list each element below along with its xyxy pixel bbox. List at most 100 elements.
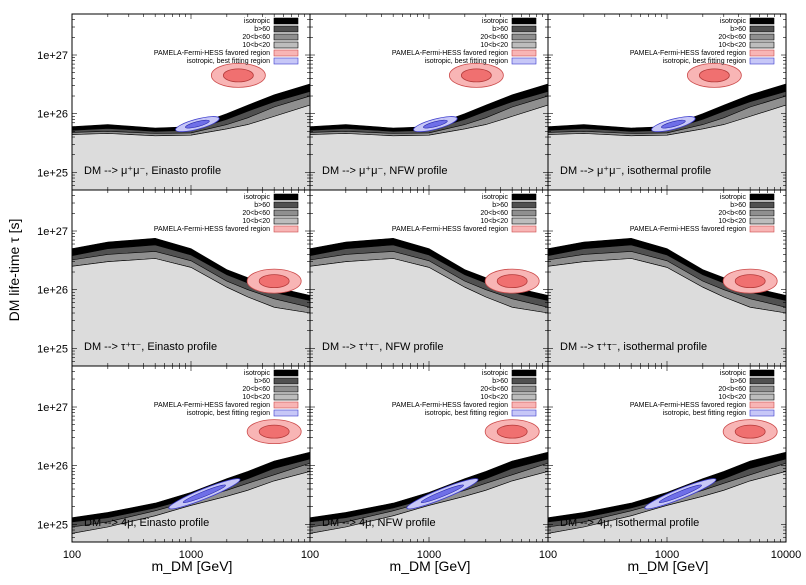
legend-swatch <box>749 33 775 41</box>
x-axis-label-col2: m_DM [GeV] <box>389 558 471 574</box>
legend-swatch <box>749 409 775 417</box>
panel-4mu-1: isotropicb>6020<b<6010<b<20PAMELA-Fermi-… <box>301 365 549 561</box>
best-fit-inner <box>661 119 686 129</box>
legend-label: isotropic, best fitting region <box>663 58 746 65</box>
excluded-free-region <box>310 471 548 542</box>
legend-swatch <box>511 385 537 393</box>
legend-swatch <box>273 401 299 409</box>
y-tick-label: 1e+26 <box>37 109 68 121</box>
pamela-favored-inner <box>734 274 766 289</box>
legend-swatch <box>749 17 775 25</box>
legend-label: 20<b<60 <box>242 210 270 217</box>
legend-swatch <box>273 225 299 233</box>
panel-title: DM --> μ⁺μ⁻, isothermal profile <box>560 165 711 177</box>
legend-label: isotropic <box>482 18 509 25</box>
panel-tau-2: isotropicb>6020<b<6010<b<20PAMELA-Fermi-… <box>547 189 787 367</box>
legend-label: 20<b<60 <box>242 386 270 393</box>
pamela-favored-inner <box>222 68 254 83</box>
best-fit-inner <box>185 119 210 129</box>
panel-title: DM --> μ⁺μ⁻, Einasto profile <box>84 165 221 177</box>
legend-swatch <box>273 33 299 41</box>
panel-area <box>310 366 548 542</box>
x-tick-label: 10000 <box>771 549 802 561</box>
best-fit-inner <box>658 484 702 503</box>
panel-area <box>72 14 310 190</box>
legend-swatch <box>273 201 299 209</box>
legend-swatch <box>511 377 537 385</box>
excluded-free-region <box>548 104 786 190</box>
legend-swatch <box>273 25 299 33</box>
legend-swatch <box>273 385 299 393</box>
legend-label: isotropic, best fitting region <box>187 410 270 417</box>
legend-swatch <box>511 393 537 401</box>
x-tick-label: 100 <box>63 549 81 561</box>
y-tick-label: 1e+25 <box>37 519 68 531</box>
legend-swatch <box>511 201 537 209</box>
pamela-favored-inner <box>460 68 492 83</box>
legend-swatch <box>511 217 537 225</box>
legend-swatch <box>273 49 299 57</box>
legend-swatch <box>511 209 537 217</box>
excluded-free-region <box>548 258 786 366</box>
y-tick-label: 1e+27 <box>37 226 68 238</box>
legend-label: isotropic <box>720 370 747 377</box>
pamela-favored-inner <box>258 274 290 289</box>
legend-swatch <box>511 33 537 41</box>
y-tick-label: 1e+25 <box>37 167 68 179</box>
pamela-favored-inner <box>496 424 528 439</box>
legend-swatch <box>749 193 775 201</box>
pamela-favored-inner <box>258 424 290 439</box>
legend-label: b>60 <box>254 378 270 385</box>
panel-area <box>72 190 310 366</box>
panel-mu-1: isotropicb>6020<b<6010<b<20PAMELA-Fermi-… <box>309 13 549 191</box>
legend-swatch <box>749 377 775 385</box>
legend-swatch <box>511 25 537 33</box>
legend-swatch <box>749 217 775 225</box>
legend-label: 10<b<20 <box>242 394 270 401</box>
legend-label: isotropic, best fitting region <box>663 410 746 417</box>
legend-label: b>60 <box>254 26 270 33</box>
legend-label: PAMELA-Fermi-HESS favored region <box>392 226 508 233</box>
panel-area <box>548 366 786 542</box>
legend-swatch <box>273 41 299 49</box>
panel-title: DM --> 4μ, NFW profile <box>322 517 436 529</box>
legend-swatch <box>749 201 775 209</box>
panel-title: DM --> 4μ, isothermal profile <box>560 517 699 529</box>
legend-label: 10<b<20 <box>242 218 270 225</box>
legend-label: 10<b<20 <box>480 218 508 225</box>
x-tick-label: 1000 <box>655 549 679 561</box>
legend-swatch <box>749 25 775 33</box>
y-tick-label: 1e+26 <box>37 285 68 297</box>
legend-label: 20<b<60 <box>718 210 746 217</box>
legend-swatch <box>749 401 775 409</box>
pamela-favored-inner <box>698 68 730 83</box>
y-axis-label: DM life-time τ [s] <box>6 218 22 322</box>
legend-label: b>60 <box>492 202 508 209</box>
panel-tau-1: isotropicb>6020<b<6010<b<20PAMELA-Fermi-… <box>309 189 549 367</box>
legend-swatch <box>273 57 299 65</box>
excluded-free-region <box>72 258 310 366</box>
legend-label: b>60 <box>254 202 270 209</box>
legend-label: b>60 <box>492 378 508 385</box>
legend-label: 20<b<60 <box>718 386 746 393</box>
panel-4mu-0: isotropicb>6020<b<6010<b<20PAMELA-Fermi-… <box>37 365 311 561</box>
legend-swatch <box>511 401 537 409</box>
legend-label: PAMELA-Fermi-HESS favored region <box>630 50 746 57</box>
panel-area <box>310 14 548 190</box>
panel-mu-0: isotropicb>6020<b<6010<b<20PAMELA-Fermi-… <box>37 13 311 191</box>
legend-label: b>60 <box>730 202 746 209</box>
legend-swatch <box>511 49 537 57</box>
excluded-free-region <box>72 104 310 190</box>
legend-swatch <box>749 369 775 377</box>
legend-swatch <box>273 193 299 201</box>
legend-label: PAMELA-Fermi-HESS favored region <box>630 226 746 233</box>
legend-label: isotropic <box>720 18 747 25</box>
legend-label: isotropic, best fitting region <box>425 410 508 417</box>
legend-swatch <box>749 393 775 401</box>
panel-title: DM --> τ⁺τ⁻, isothermal profile <box>560 341 707 353</box>
legend-swatch <box>273 17 299 25</box>
legend-swatch <box>273 369 299 377</box>
legend-label: isotropic <box>244 18 271 25</box>
